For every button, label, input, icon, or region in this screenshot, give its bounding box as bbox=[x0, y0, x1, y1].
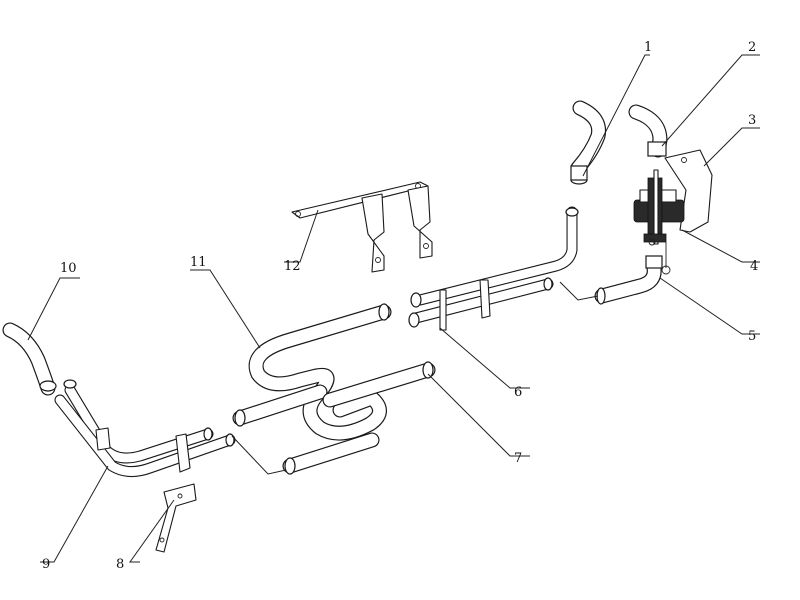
pipe-assembly-part-9 bbox=[54, 379, 236, 477]
hose-part-7 bbox=[282, 361, 436, 475]
bracket-part-12 bbox=[291, 181, 433, 273]
callout-8: 8 bbox=[116, 557, 124, 572]
hose-part-5 bbox=[594, 255, 663, 305]
valve-assembly-part-3-4 bbox=[633, 149, 713, 275]
pipe-pair-upper bbox=[408, 206, 579, 331]
callout-2: 2 bbox=[748, 40, 756, 55]
callout-12: 12 bbox=[284, 259, 301, 274]
callout-10: 10 bbox=[60, 261, 77, 276]
hose-part-1 bbox=[570, 100, 607, 185]
hose-part-2 bbox=[628, 104, 668, 158]
callout-5: 5 bbox=[748, 329, 756, 344]
callout-3: 3 bbox=[748, 113, 756, 128]
callouts: 1 2 3 4 5 6 7 8 9 10 11 12 bbox=[42, 40, 758, 572]
callout-4: 4 bbox=[750, 259, 758, 274]
callout-1: 1 bbox=[644, 40, 652, 55]
hose-part-11 bbox=[232, 303, 392, 441]
callout-6: 6 bbox=[514, 385, 522, 400]
callout-9: 9 bbox=[42, 557, 50, 572]
leader-lines bbox=[27, 54, 760, 563]
callout-7: 7 bbox=[514, 451, 522, 466]
hose-part-10 bbox=[2, 322, 57, 396]
bracket-part-8 bbox=[155, 483, 197, 553]
callout-11: 11 bbox=[190, 255, 207, 270]
